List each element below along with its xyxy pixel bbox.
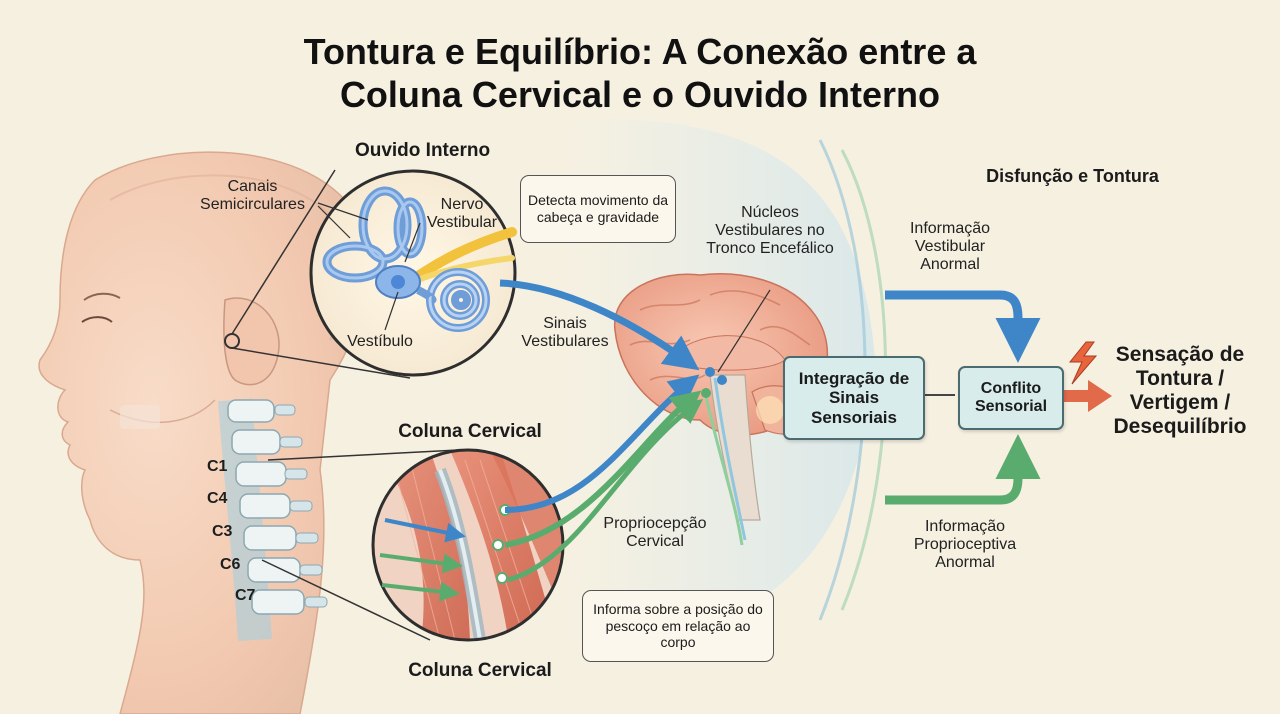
abnormal-vestibular-label: Informação Vestibular Anormal	[909, 220, 991, 273]
nuclei-label: Núcleos Vestibulares no Tronco Encefálic…	[706, 204, 834, 257]
dysfunction-heading: Disfunção e Tontura	[986, 166, 1159, 186]
nerve-label: Nervo Vestibular	[426, 196, 498, 231]
outcome-label: Sensação de Tontura / Vertigem / Desequi…	[1113, 343, 1247, 439]
cervical-heading-top: Coluna Cervical	[398, 421, 542, 442]
abnormal-proprioceptive-label: Informação Proprioceptiva Anormal	[913, 518, 1017, 571]
title-line-1: Tontura e Equilíbrio: A Conexão entre a	[303, 31, 977, 72]
inner-ear-note: Detecta movimento da cabeça e gravidade	[520, 175, 676, 243]
vertebra-label-c7: C7	[235, 587, 256, 604]
vertebra-label-c4: C4	[207, 490, 228, 507]
integration-node: Integração de Sinais Sensoriais	[783, 356, 925, 440]
vestibule-label: Vestíbulo	[347, 333, 413, 350]
cervical-magnified	[371, 448, 565, 642]
canals-label: Canais Semicirculares	[200, 178, 305, 213]
vertebra-label-c6: C6	[220, 556, 241, 573]
proprioception-label: Propriocepção Cervical	[603, 515, 707, 550]
inner-ear-magnified	[309, 169, 517, 377]
cervical-note: Informa sobre a posição do pescoço em re…	[582, 590, 774, 662]
inner-ear-heading: Ouvido Interno	[354, 140, 491, 161]
cervical-heading-bottom: Coluna Cervical	[408, 660, 552, 681]
title-line-2: Coluna Cervical e o Ouvido Interno	[339, 74, 941, 116]
page-title: Tontura e Equilíbrio: A Conexão entre a …	[190, 30, 1090, 116]
vertebra-label-c1: C1	[207, 458, 228, 475]
vertebra-label-c3: C3	[212, 523, 233, 540]
cervical-spine-illustration	[218, 398, 328, 642]
vestibular-signals-label: Sinais Vestibulares	[521, 315, 609, 350]
conflict-node: Conflito Sensorial	[958, 366, 1064, 430]
